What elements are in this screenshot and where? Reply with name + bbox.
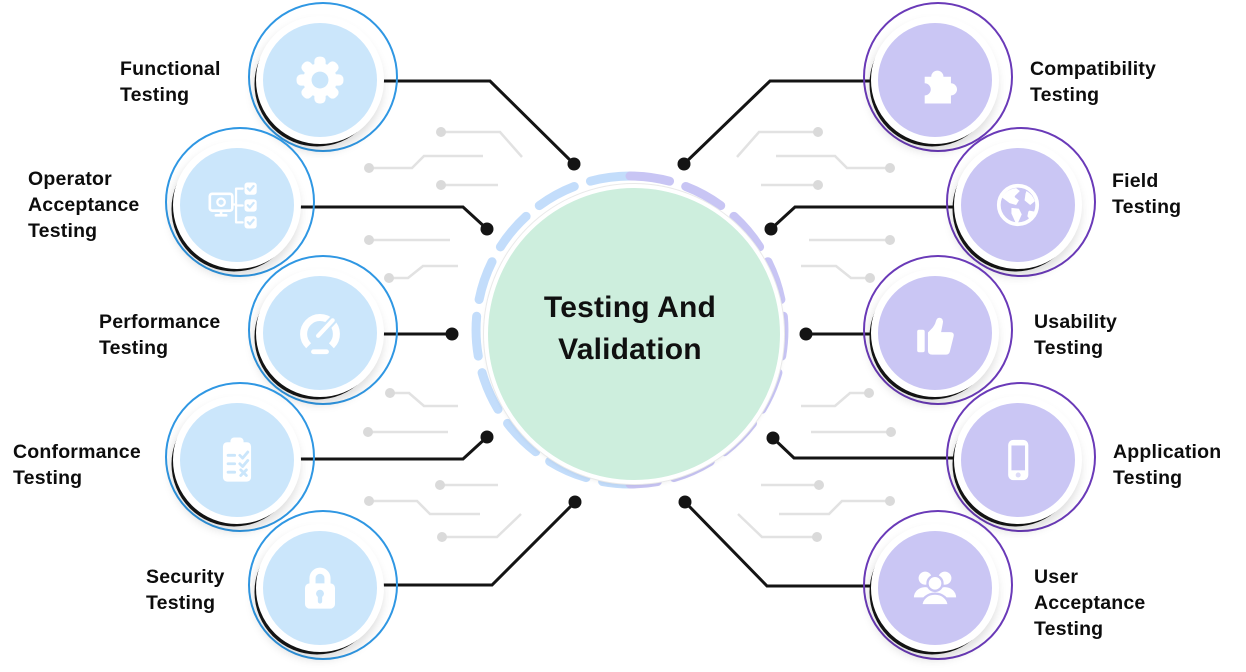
node-bubble: [173, 396, 301, 524]
node-bubble: [954, 141, 1082, 269]
node-user-acceptance-testing: [863, 510, 1020, 669]
node-compatibility-testing: [863, 2, 1020, 161]
node-outer-ring: [946, 382, 1096, 532]
node-bubble: [256, 524, 384, 652]
label-application-testing: Application Testing: [1113, 441, 1222, 489]
node-usability-testing: [863, 255, 1020, 414]
node-operator-acceptance-testing: [165, 127, 322, 286]
circuit-traces: [363, 127, 896, 542]
node-outer-ring: [165, 127, 315, 277]
speedometer-icon: [300, 314, 340, 355]
label-conformance-testing: Conformance Testing: [13, 441, 141, 489]
lock-icon: [305, 567, 335, 609]
node-field-testing: [946, 127, 1103, 286]
node-bubble: [871, 16, 999, 144]
node-bubble: [954, 396, 1082, 524]
node-outer-ring: [863, 255, 1013, 405]
label-operator-acceptance-testing: Operator Acceptance Testing: [28, 168, 140, 242]
clipboard-checklist-icon: [222, 437, 252, 482]
label-user-acceptance-testing: User Acceptance Testing: [1034, 566, 1146, 640]
label-security-testing: Security Testing: [146, 566, 225, 614]
node-bubble: [256, 269, 384, 397]
node-bubble: [256, 16, 384, 144]
gear-icon: [296, 56, 344, 104]
label-compatibility-testing: Compatibility Testing: [1030, 58, 1157, 106]
node-bubble: [871, 269, 999, 397]
smartphone-icon: [1008, 439, 1029, 481]
node-outer-ring: [248, 510, 398, 660]
thumbs-up-icon: [917, 317, 954, 355]
globe-icon: [996, 183, 1040, 227]
node-conformance-testing: [165, 382, 322, 541]
center-title: Testing And Validation: [543, 291, 717, 366]
node-outer-ring: [248, 2, 398, 152]
node-outer-ring: [946, 127, 1096, 277]
monitor-checklist-icon: [208, 182, 257, 229]
node-bubble: [173, 141, 301, 269]
node-functional-testing: [248, 2, 405, 161]
center-circle: [484, 184, 784, 484]
node-bubble: [871, 524, 999, 652]
users-icon: [913, 571, 957, 607]
puzzle-icon: [924, 70, 958, 104]
node-outer-ring: [863, 2, 1013, 152]
node-performance-testing: [248, 255, 405, 414]
label-performance-testing: Performance Testing: [99, 311, 221, 359]
node-application-testing: [946, 382, 1103, 541]
label-usability-testing: Usability Testing: [1034, 311, 1118, 359]
node-security-testing: [248, 510, 405, 669]
node-outer-ring: [863, 510, 1013, 660]
label-functional-testing: Functional Testing: [120, 58, 221, 106]
label-field-testing: Field Testing: [1112, 170, 1182, 218]
node-outer-ring: [165, 382, 315, 532]
node-outer-ring: [248, 255, 398, 405]
